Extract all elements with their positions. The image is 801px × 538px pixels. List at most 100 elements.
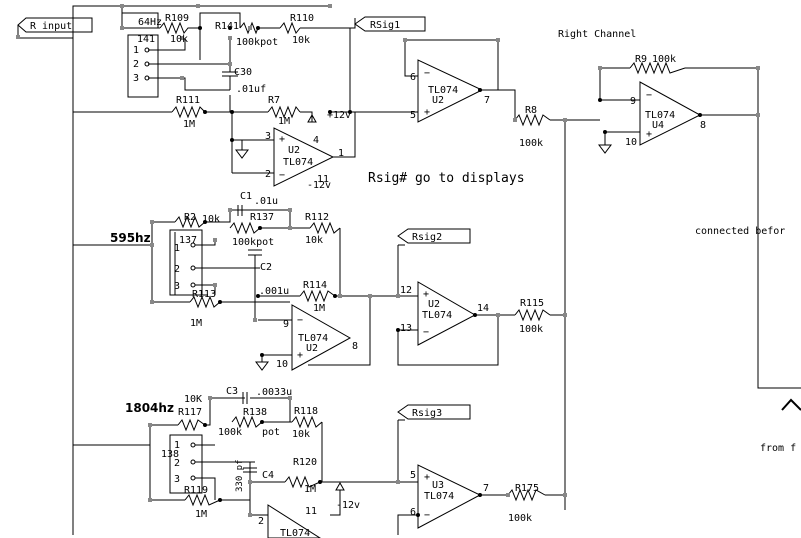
u2d-name: TL074 (422, 310, 452, 321)
r114-value: 1M (313, 303, 325, 314)
r115-value: 100k (519, 324, 543, 335)
u2d-pin12: 12 (400, 285, 412, 296)
c4-ref: C4 (262, 470, 274, 481)
u2c-name: TL074 (298, 333, 328, 344)
r120-ref: R120 (293, 457, 317, 468)
r117-value: 10K (184, 394, 202, 405)
u2a-pin6: 6 (410, 72, 416, 83)
bottom-wires (73, 397, 565, 535)
rsig-note: Rsig# go to displays (368, 171, 525, 186)
u2a-pin7: 7 (484, 95, 490, 106)
u2b-pin1: 1 (338, 148, 344, 159)
minus12v-bottom-label: -12v (336, 500, 360, 511)
u3b-pin11: 11 (305, 506, 317, 517)
u2c-pin10: 10 (276, 359, 288, 370)
r8-value: 100k (519, 138, 543, 149)
r137-ref: R137 (250, 212, 274, 223)
svg-text:−: − (279, 170, 285, 181)
r175-value: 100k (508, 513, 532, 524)
sw141-pin3: 3 (133, 73, 139, 84)
u2d-pin14: 14 (477, 303, 489, 314)
r113-ref: R113 (192, 289, 216, 300)
r112-ref: R112 (305, 212, 329, 223)
r9-value: 100k (652, 54, 676, 65)
top-wires (17, 5, 801, 535)
u2a-name: TL074 (428, 85, 458, 96)
svg-text:+: + (424, 107, 430, 118)
u3b-pin2: 2 (258, 516, 264, 527)
rsig1-label: RSig1 (370, 20, 400, 31)
sw137-pin2: 2 (174, 264, 180, 275)
sw137-pin1: 1 (174, 243, 180, 254)
u2b-name: TL074 (283, 157, 313, 168)
rsig1-tag (354, 16, 426, 32)
wire-nodes (16, 4, 760, 517)
r2-value: 10k (202, 214, 220, 225)
u4-pin8: 8 (700, 120, 706, 131)
svg-text:+: + (297, 350, 303, 361)
u2b-pin2: 2 (265, 169, 271, 180)
sw138-pin2: 2 (174, 458, 180, 469)
u4-pin9: 9 (630, 96, 636, 107)
connected-note: connected befor (695, 226, 785, 237)
sw141-pin2: 2 (133, 59, 139, 70)
r141-ref: R141 (215, 21, 239, 32)
svg-text:+: + (646, 129, 652, 140)
u3a-pin7: 7 (483, 483, 489, 494)
u4-ref: U4 (652, 120, 664, 131)
c1-value: .01u (254, 196, 278, 207)
r-input-tag (17, 17, 93, 33)
r8-ref: R8 (525, 105, 537, 116)
r119-ref: R119 (184, 485, 208, 496)
u2-opamp-c (417, 281, 477, 346)
opamps: − + + − − + + − − + + − (267, 59, 702, 538)
r138-ref: R138 (243, 407, 267, 418)
r118-value: 10k (292, 429, 310, 440)
r-input-label: R input (30, 21, 72, 32)
r2-ref: R2 (184, 212, 196, 223)
r117-ref: R117 (178, 407, 202, 418)
switch-contacts (144, 47, 196, 481)
c1-ref: C1 (240, 191, 252, 202)
switch-138 (169, 434, 203, 494)
u2d-pin13: 13 (400, 323, 412, 334)
ground-symbols (235, 113, 612, 491)
sw138-ref: 138 (161, 449, 179, 460)
c3-value: .0033u (256, 387, 292, 398)
r138-value: 100k (218, 427, 242, 438)
c2-ref: C2 (260, 262, 272, 273)
right-channel-label: Right Channel (558, 29, 636, 40)
u3a-pin6: 6 (410, 507, 416, 518)
middle-wires (73, 209, 565, 366)
r111-ref: R111 (176, 95, 200, 106)
from-note: from f (760, 443, 796, 454)
u2-opamp-a (417, 59, 484, 123)
r7-ref: R7 (268, 95, 280, 106)
u2c-ref: U2 (306, 343, 318, 354)
r109-ref: R109 (165, 13, 189, 24)
chevron-up-icon (781, 398, 801, 411)
switch-141 (127, 34, 159, 98)
r114-ref: R114 (303, 280, 327, 291)
r113-value: 1M (190, 318, 202, 329)
u2a-pin5: 5 (410, 110, 416, 121)
u3-opamp-b (267, 504, 321, 538)
rsig3-label: Rsig3 (412, 408, 442, 419)
junction-dots (198, 26, 702, 517)
r111-value: 1M (183, 119, 195, 130)
r7-value: 1M (278, 116, 290, 127)
c2-value: .001u (259, 286, 289, 297)
u4-pin10: 10 (625, 137, 637, 148)
freq-1804hz: 1804hz (125, 401, 174, 415)
r109-value: 10k (170, 34, 188, 45)
freq-64hz: 64Hz (138, 17, 162, 28)
svg-text:+: + (279, 134, 285, 145)
u2b-pin11: 11 (317, 174, 329, 185)
svg-text:−: − (646, 90, 652, 101)
u2c-pin9: 9 (283, 319, 289, 330)
r120-value: 1M (304, 484, 316, 495)
c4-value: 330 pf (235, 459, 245, 492)
u2-opamp-b (273, 127, 335, 187)
r112-value: 10k (305, 235, 323, 246)
